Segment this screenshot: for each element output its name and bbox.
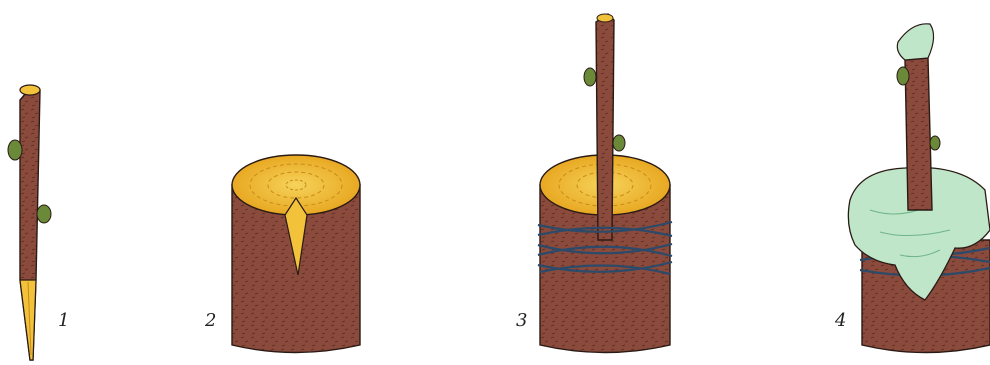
- scion-cutting-icon: [8, 85, 51, 360]
- step-label-4: 4: [835, 310, 846, 331]
- step-label-3: 3: [516, 310, 527, 331]
- sealed-graft-icon: [848, 24, 990, 353]
- step-label-1: 1: [58, 310, 69, 331]
- step-label-2: 2: [205, 310, 216, 331]
- inserted-scion-tied-icon: [538, 14, 672, 353]
- split-rootstock-icon: [232, 155, 360, 353]
